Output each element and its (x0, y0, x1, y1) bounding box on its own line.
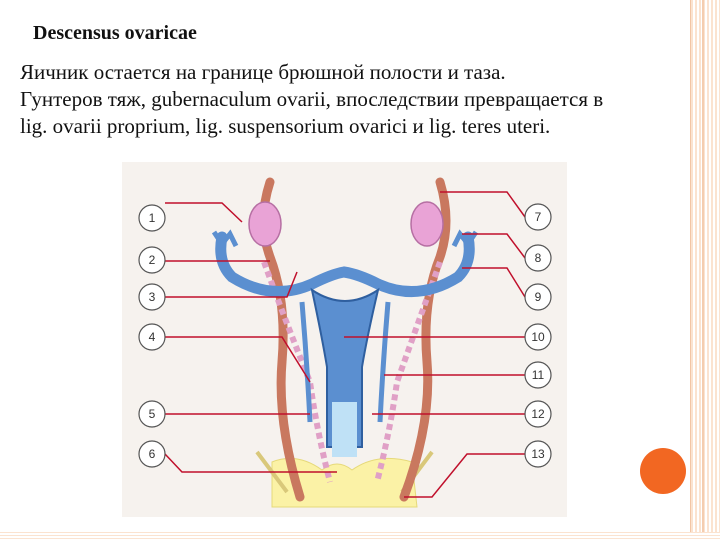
vessel-right (399, 177, 451, 502)
vagina-lumen (332, 402, 357, 457)
slide-title: Descensus ovaricae (33, 22, 197, 44)
anatomy-diagram: 1 2 3 4 5 6 7 8 9 10 11 12 1 (122, 162, 567, 517)
label-11: 11 (532, 368, 545, 382)
labels-left: 1 2 3 4 5 6 (138, 204, 166, 468)
ovary-right (410, 201, 444, 247)
label-13: 13 (531, 447, 545, 461)
label-circle-12 (524, 400, 552, 428)
label-3: 3 (149, 290, 156, 304)
label-2: 2 (149, 253, 156, 267)
label-5: 5 (149, 407, 156, 421)
anatomy-diagram-svg: 1 2 3 4 5 6 7 8 9 10 11 12 1 (122, 162, 567, 517)
label-7: 7 (535, 210, 542, 224)
label-9: 9 (535, 290, 542, 304)
fimbria-right (451, 229, 479, 249)
label-circle-7 (524, 203, 552, 231)
duct-remnant-right (377, 301, 391, 423)
label-10: 10 (531, 330, 545, 344)
label-circle-9 (524, 283, 552, 311)
label-circle-4 (138, 323, 166, 351)
label-12: 12 (531, 407, 545, 421)
uterine-tubes (215, 231, 475, 298)
slide-frame-right (690, 0, 720, 540)
label-circle-13 (524, 440, 552, 468)
body-line-3: lig. ovarii proprium, lig. suspensorium … (20, 114, 551, 138)
slide-frame-line (702, 0, 704, 540)
label-circle-8 (524, 244, 552, 272)
label-circle-1 (138, 204, 166, 232)
urogenital-sinus (271, 457, 418, 508)
label-4: 4 (149, 330, 156, 344)
pointer-4 (165, 336, 311, 383)
fimbria-left (211, 229, 239, 249)
body-line-2: Гунтеров тяж, gubernaculum ovarii, впосл… (20, 87, 604, 111)
label-circle-11 (524, 361, 552, 389)
slide-body: Яичник остается на границе брюшной полос… (20, 59, 710, 140)
label-circle-10 (524, 323, 552, 351)
label-circle-5 (138, 400, 166, 428)
duct-remnant-left (299, 301, 313, 423)
pointer-9 (462, 267, 526, 298)
label-circle-2 (138, 246, 166, 274)
pointer-7 (440, 191, 526, 218)
label-6: 6 (149, 447, 156, 461)
pointer-lines (164, 191, 526, 498)
uterus (310, 287, 380, 448)
pointer-1 (165, 202, 243, 223)
decorative-orange-circle (640, 448, 686, 494)
ovary-left (248, 201, 282, 247)
pointer-13 (404, 453, 525, 498)
label-8: 8 (535, 251, 542, 265)
pointer-8 (462, 233, 526, 259)
pointer-3 (165, 271, 298, 298)
label-circle-6 (138, 440, 166, 468)
slide-frame-bottom (0, 532, 720, 540)
label-1: 1 (149, 211, 156, 225)
pointer-6 (164, 453, 337, 473)
labels-right: 7 8 9 10 11 12 13 (524, 203, 552, 468)
label-circle-3 (138, 283, 166, 311)
body-line-1: Яичник остается на границе брюшной полос… (20, 60, 506, 84)
